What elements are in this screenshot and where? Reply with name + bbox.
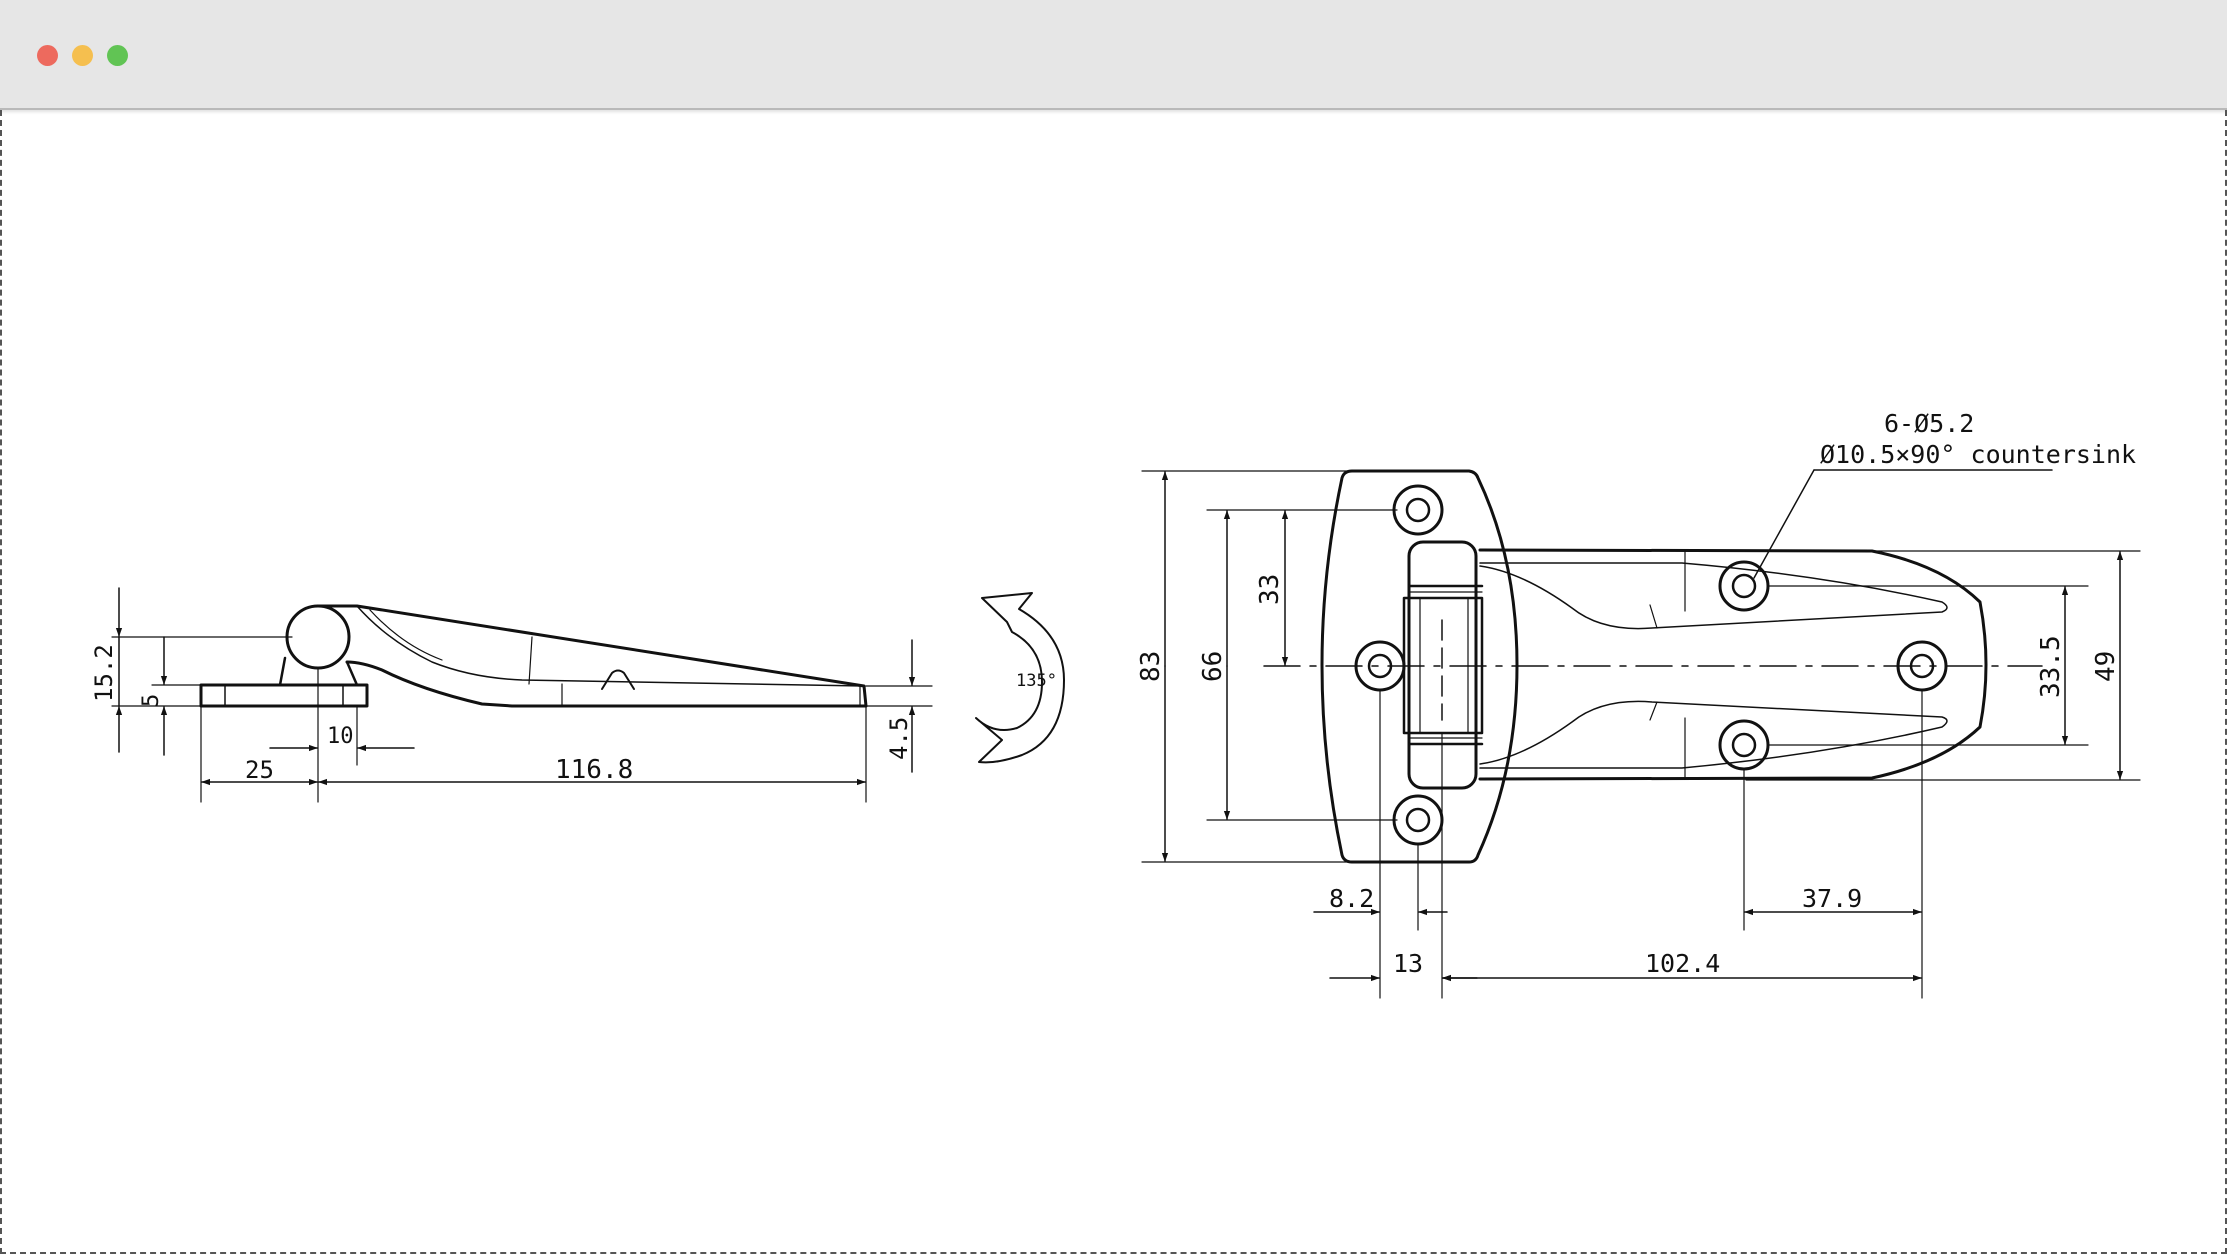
dim-15-2: 15.2 bbox=[90, 644, 118, 702]
drawing-canvas: 15.2 5 25 10 116.8 4.5 135° bbox=[0, 110, 2227, 1254]
dim-25: 25 bbox=[245, 756, 274, 784]
top-view: 6-Ø5.2 Ø10.5×90° countersink 83 66 33 33… bbox=[1136, 409, 2141, 999]
dim-33-5: 33.5 bbox=[2036, 635, 2066, 698]
callout-countersink: Ø10.5×90° countersink bbox=[1820, 440, 2136, 469]
technical-drawing: 15.2 5 25 10 116.8 4.5 135° bbox=[90, 409, 2141, 999]
mounting-hole bbox=[1392, 484, 1444, 536]
dim-102-4: 102.4 bbox=[1645, 949, 1720, 978]
callout-hole-count: 6-Ø5.2 bbox=[1884, 409, 1974, 438]
maximize-window-button[interactable] bbox=[107, 45, 128, 66]
dim-5: 5 bbox=[139, 694, 164, 707]
dim-4-5: 4.5 bbox=[885, 717, 913, 760]
dim-49: 49 bbox=[2091, 651, 2121, 682]
dim-8-2: 8.2 bbox=[1329, 884, 1374, 913]
dim-83: 83 bbox=[1136, 651, 1166, 682]
rotate-arrow-icon: 135° bbox=[975, 592, 1065, 764]
rotation-angle: 135° bbox=[1016, 671, 1057, 691]
dim-13: 13 bbox=[1393, 949, 1423, 978]
close-window-button[interactable] bbox=[37, 45, 58, 66]
dim-33: 33 bbox=[1255, 574, 1285, 605]
window-title-bar bbox=[0, 0, 2227, 110]
dim-66: 66 bbox=[1198, 651, 1228, 682]
dim-116-8: 116.8 bbox=[555, 755, 633, 785]
mounting-hole bbox=[1392, 794, 1444, 846]
dim-37-9: 37.9 bbox=[1802, 884, 1862, 913]
minimize-window-button[interactable] bbox=[72, 45, 93, 66]
dim-10: 10 bbox=[327, 724, 354, 749]
side-view: 15.2 5 25 10 116.8 4.5 bbox=[90, 587, 933, 803]
